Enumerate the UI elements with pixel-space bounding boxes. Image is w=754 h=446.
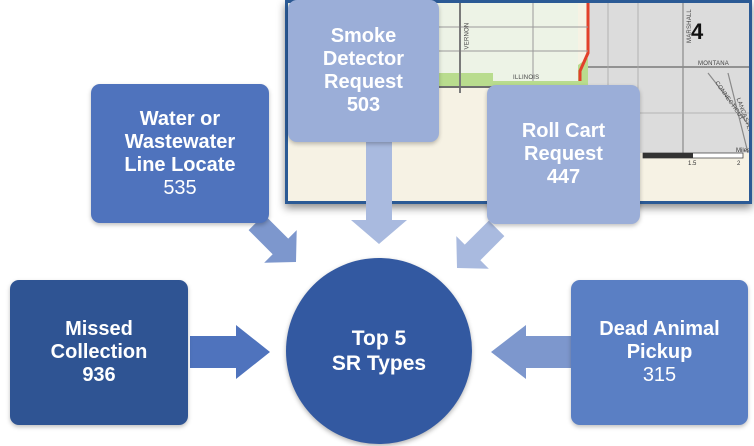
arrow-water-to-center (248, 214, 297, 263)
map-street-label: MONTANA (698, 61, 729, 67)
map-scale-label: 2 (737, 161, 741, 167)
arrow-smoke-to-center (351, 142, 407, 244)
map-district-number: 4 (691, 19, 704, 44)
center-label: Top 5 SR Types (331, 327, 427, 375)
sr-type-label: Roll Cart Request (521, 120, 606, 165)
sr-type-label: Missed Collection (50, 318, 148, 363)
sr-type-label: Dead Animal Pickup (599, 318, 720, 363)
arrow-dead-to-center (491, 325, 571, 379)
sr-count: 936 (82, 364, 116, 386)
sr-count: 447 (546, 166, 581, 188)
arrow-missed-to-center (190, 325, 270, 379)
sr-box-missed-collection: Missed Collection 936 (10, 280, 188, 425)
center-circle: Top 5 SR Types (286, 258, 472, 444)
map-scale-label: 1.5 (688, 161, 697, 167)
map-street-label: ILLINOIS (513, 75, 540, 81)
sr-box-roll-cart: Roll Cart Request 447 (487, 85, 640, 224)
sr-box-water-line-locate: Water or Wastewater Line Locate 535 (91, 84, 269, 223)
sr-count: 315 (642, 364, 677, 386)
sr-type-label: Water or Wastewater Line Locate (124, 107, 236, 176)
sr-box-smoke-detector: Smoke Detector Request 503 (288, 0, 439, 142)
arrow-rollcart-to-center (456, 220, 505, 269)
sr-count: 503 (346, 94, 381, 116)
map-scale-label: Miles (736, 148, 751, 154)
sr-box-dead-animal: Dead Animal Pickup 315 (571, 280, 748, 425)
sr-type-label: Smoke Detector Request (322, 25, 405, 93)
sr-count: 535 (163, 176, 197, 199)
